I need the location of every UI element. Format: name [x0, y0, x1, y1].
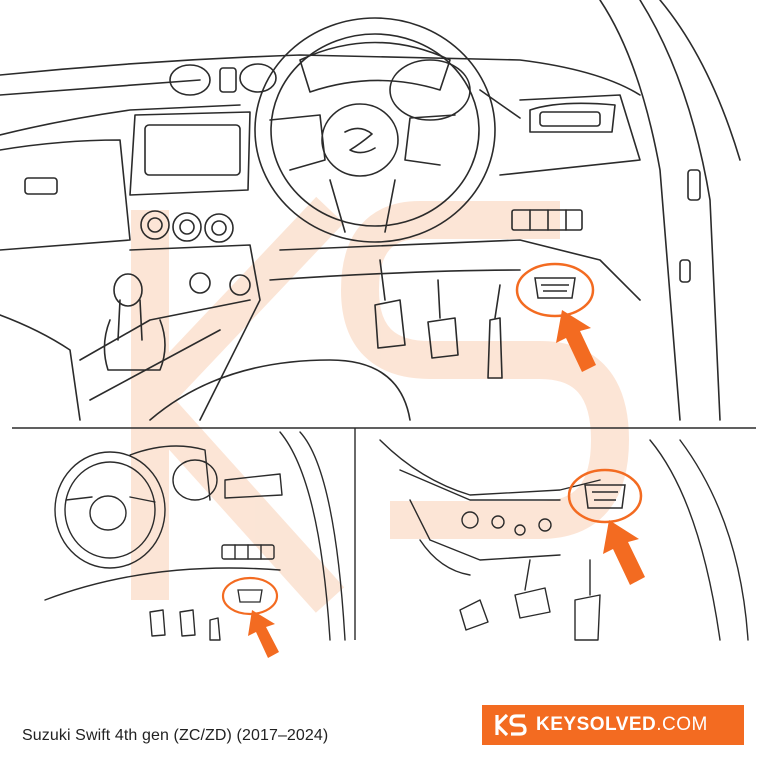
bottom-right-scene: [379, 439, 749, 641]
brand-name-suffix: .COM: [656, 714, 708, 735]
brand-name: KEYSOLVED.COM: [536, 714, 708, 736]
watermark-logo: [131, 196, 629, 613]
brand-badge: KEYSOLVED.COM: [482, 705, 744, 745]
gear-shifter-icon: [103, 273, 166, 371]
brand-name-bold: KEYSOLVED: [536, 714, 657, 735]
top-obd-highlight: [515, 262, 596, 372]
bottom-left-obd-highlight: [221, 576, 279, 658]
pedal-icon: [374, 259, 503, 379]
obd-port-icon: [237, 589, 263, 603]
top-dashboard-scene: [0, 0, 741, 421]
vehicle-caption: Suzuki Swift 4th gen (ZC/ZD) (2017–2024): [22, 727, 329, 744]
obd-port-icon: [584, 484, 626, 509]
obd-port-icon: [534, 277, 576, 299]
obd-location-illustration: [0, 0, 756, 658]
arrow-icon: [556, 310, 596, 372]
keysolved-logo-icon: [495, 713, 527, 737]
arrow-icon: [603, 520, 645, 585]
steering-wheel-icon: [254, 17, 496, 243]
bottom-left-scene: [44, 431, 346, 641]
arrow-icon: [248, 610, 279, 658]
bottom-right-obd-highlight: [567, 468, 645, 585]
